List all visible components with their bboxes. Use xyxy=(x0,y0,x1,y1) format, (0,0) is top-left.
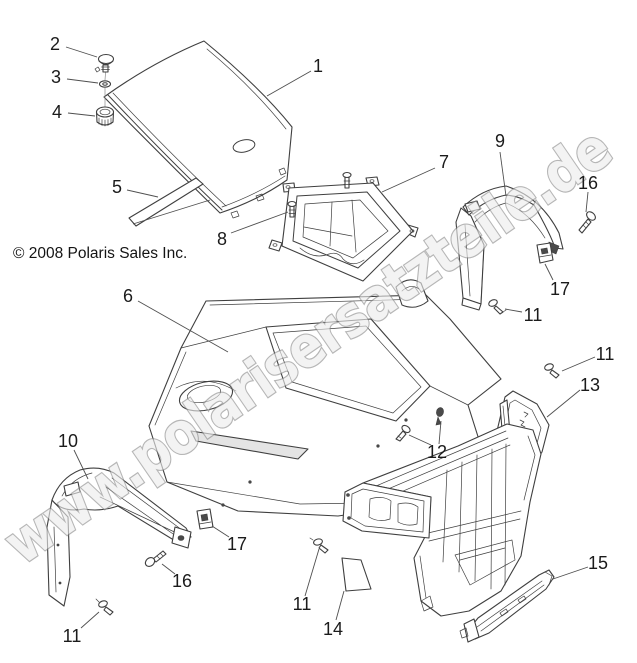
part-screw-8a xyxy=(342,171,352,189)
part-fastener-stack xyxy=(94,53,115,127)
part-screw-16-left xyxy=(144,550,167,567)
callout-9: 9 xyxy=(495,131,505,151)
callout-17-left: 17 xyxy=(227,534,247,554)
part-screw-12a xyxy=(395,424,411,442)
callout-11-bottom-center: 11 xyxy=(293,594,312,614)
callout-12: 12 xyxy=(427,442,447,462)
callout-11-bottom-left: 11 xyxy=(63,626,82,646)
callout-5: 5 xyxy=(112,177,122,197)
part-clip-17-right xyxy=(536,242,554,264)
part-decal-front xyxy=(341,557,372,592)
part-screw-12b xyxy=(435,407,444,426)
part-front-bumper xyxy=(342,423,542,621)
part-lower-bumper xyxy=(459,569,555,643)
part-clip-17-left xyxy=(196,508,214,530)
callout-17-right: 17 xyxy=(550,279,570,299)
callout-16-right: 16 xyxy=(578,173,598,193)
callout-14: 14 xyxy=(323,619,343,639)
copyright-text: © 2008 Polaris Sales Inc. xyxy=(13,245,187,262)
part-bolt-16-right xyxy=(578,211,596,234)
callout-13: 13 xyxy=(580,375,600,395)
part-bolt-2 xyxy=(94,53,115,73)
callout-3: 3 xyxy=(51,67,61,87)
part-rivet-11-far-right xyxy=(544,363,560,379)
leader-lines xyxy=(65,46,596,629)
part-rivet-11-bottom-left xyxy=(95,598,114,616)
callout-1: 1 xyxy=(313,56,323,76)
callout-11-right: 11 xyxy=(524,305,543,325)
callout-16-left: 16 xyxy=(172,571,192,591)
part-screw-8b xyxy=(287,200,297,218)
part-decal-strip xyxy=(128,177,211,227)
callout-4: 4 xyxy=(52,102,62,122)
part-hood xyxy=(148,279,502,517)
callout-10: 10 xyxy=(58,431,78,451)
callout-2: 2 xyxy=(50,34,60,54)
callout-7: 7 xyxy=(439,152,449,172)
callout-6: 6 xyxy=(123,286,133,306)
part-nut-4 xyxy=(95,106,115,127)
callout-11-far-right: 11 xyxy=(596,344,615,364)
callout-labels: 1 2 3 4 5 6 7 8 9 16 17 11 11 13 12 10 1… xyxy=(50,34,614,646)
part-fender-left xyxy=(46,467,192,607)
callout-8: 8 xyxy=(217,229,227,249)
callout-15: 15 xyxy=(588,553,608,573)
part-roof-panel xyxy=(103,40,293,219)
part-storage-tray xyxy=(268,171,419,282)
part-washer-3 xyxy=(98,80,112,88)
part-headlight-frame xyxy=(342,482,432,539)
part-rivet-11-right xyxy=(488,299,507,315)
part-rivet-11-bottom-center xyxy=(309,537,329,554)
